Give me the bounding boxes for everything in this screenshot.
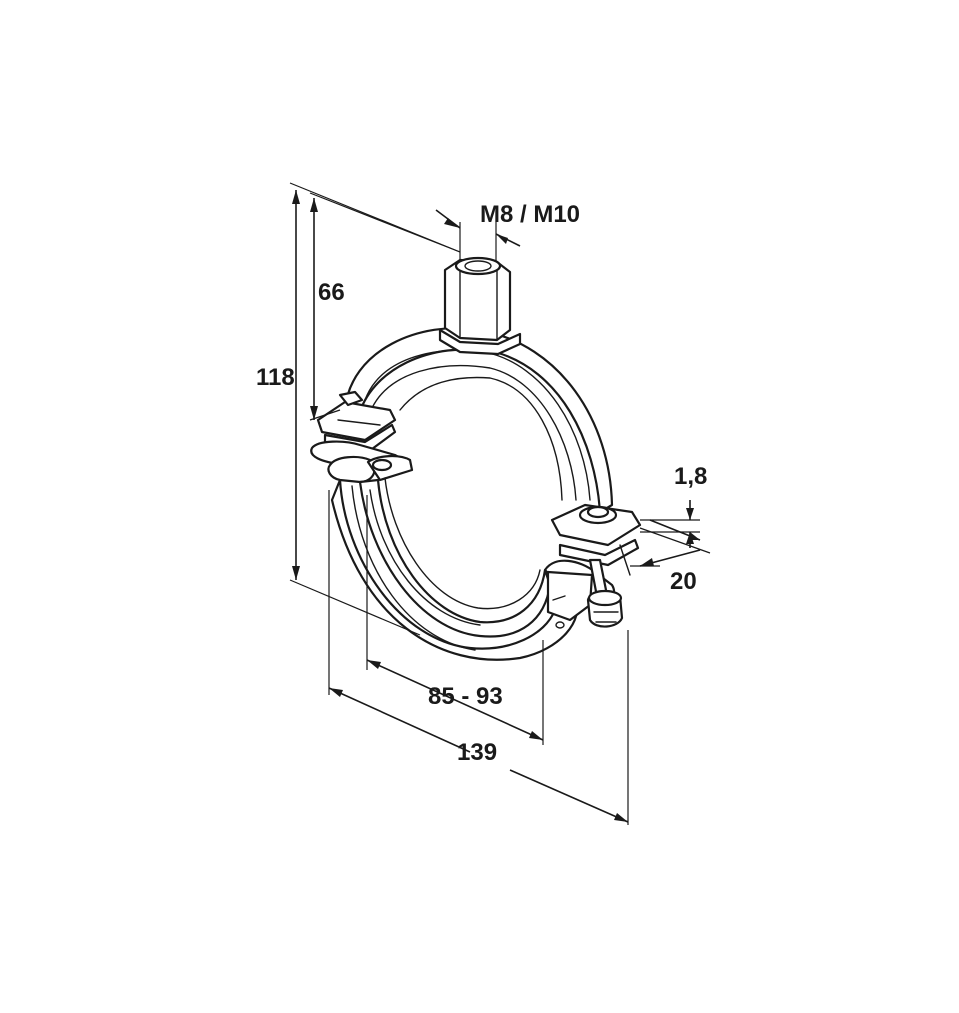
label-thread: M8 / M10 [480,201,580,228]
pipe-clamp [310,256,642,661]
label-pipe-range: 85 - 93 [428,683,503,710]
right-lower-lug [543,559,616,629]
label-band-thickness: 1,8 [674,463,707,490]
label-height-total: 118 [256,364,295,391]
dimension-labels: M8 / M10 118 66 1,8 20 85 - 93 139 [256,201,707,766]
label-height-center: 66 [318,279,345,306]
screw [586,558,624,628]
hex-nut [438,256,522,356]
label-band-width: 20 [670,568,697,595]
dimension-lines [289,182,711,825]
left-hinge [310,440,414,484]
right-upper-lug [550,503,642,576]
lining-back [399,376,563,501]
label-overall-width: 139 [457,739,497,766]
dim-line-85-93 [366,659,544,741]
dim-line-139 [328,687,471,753]
